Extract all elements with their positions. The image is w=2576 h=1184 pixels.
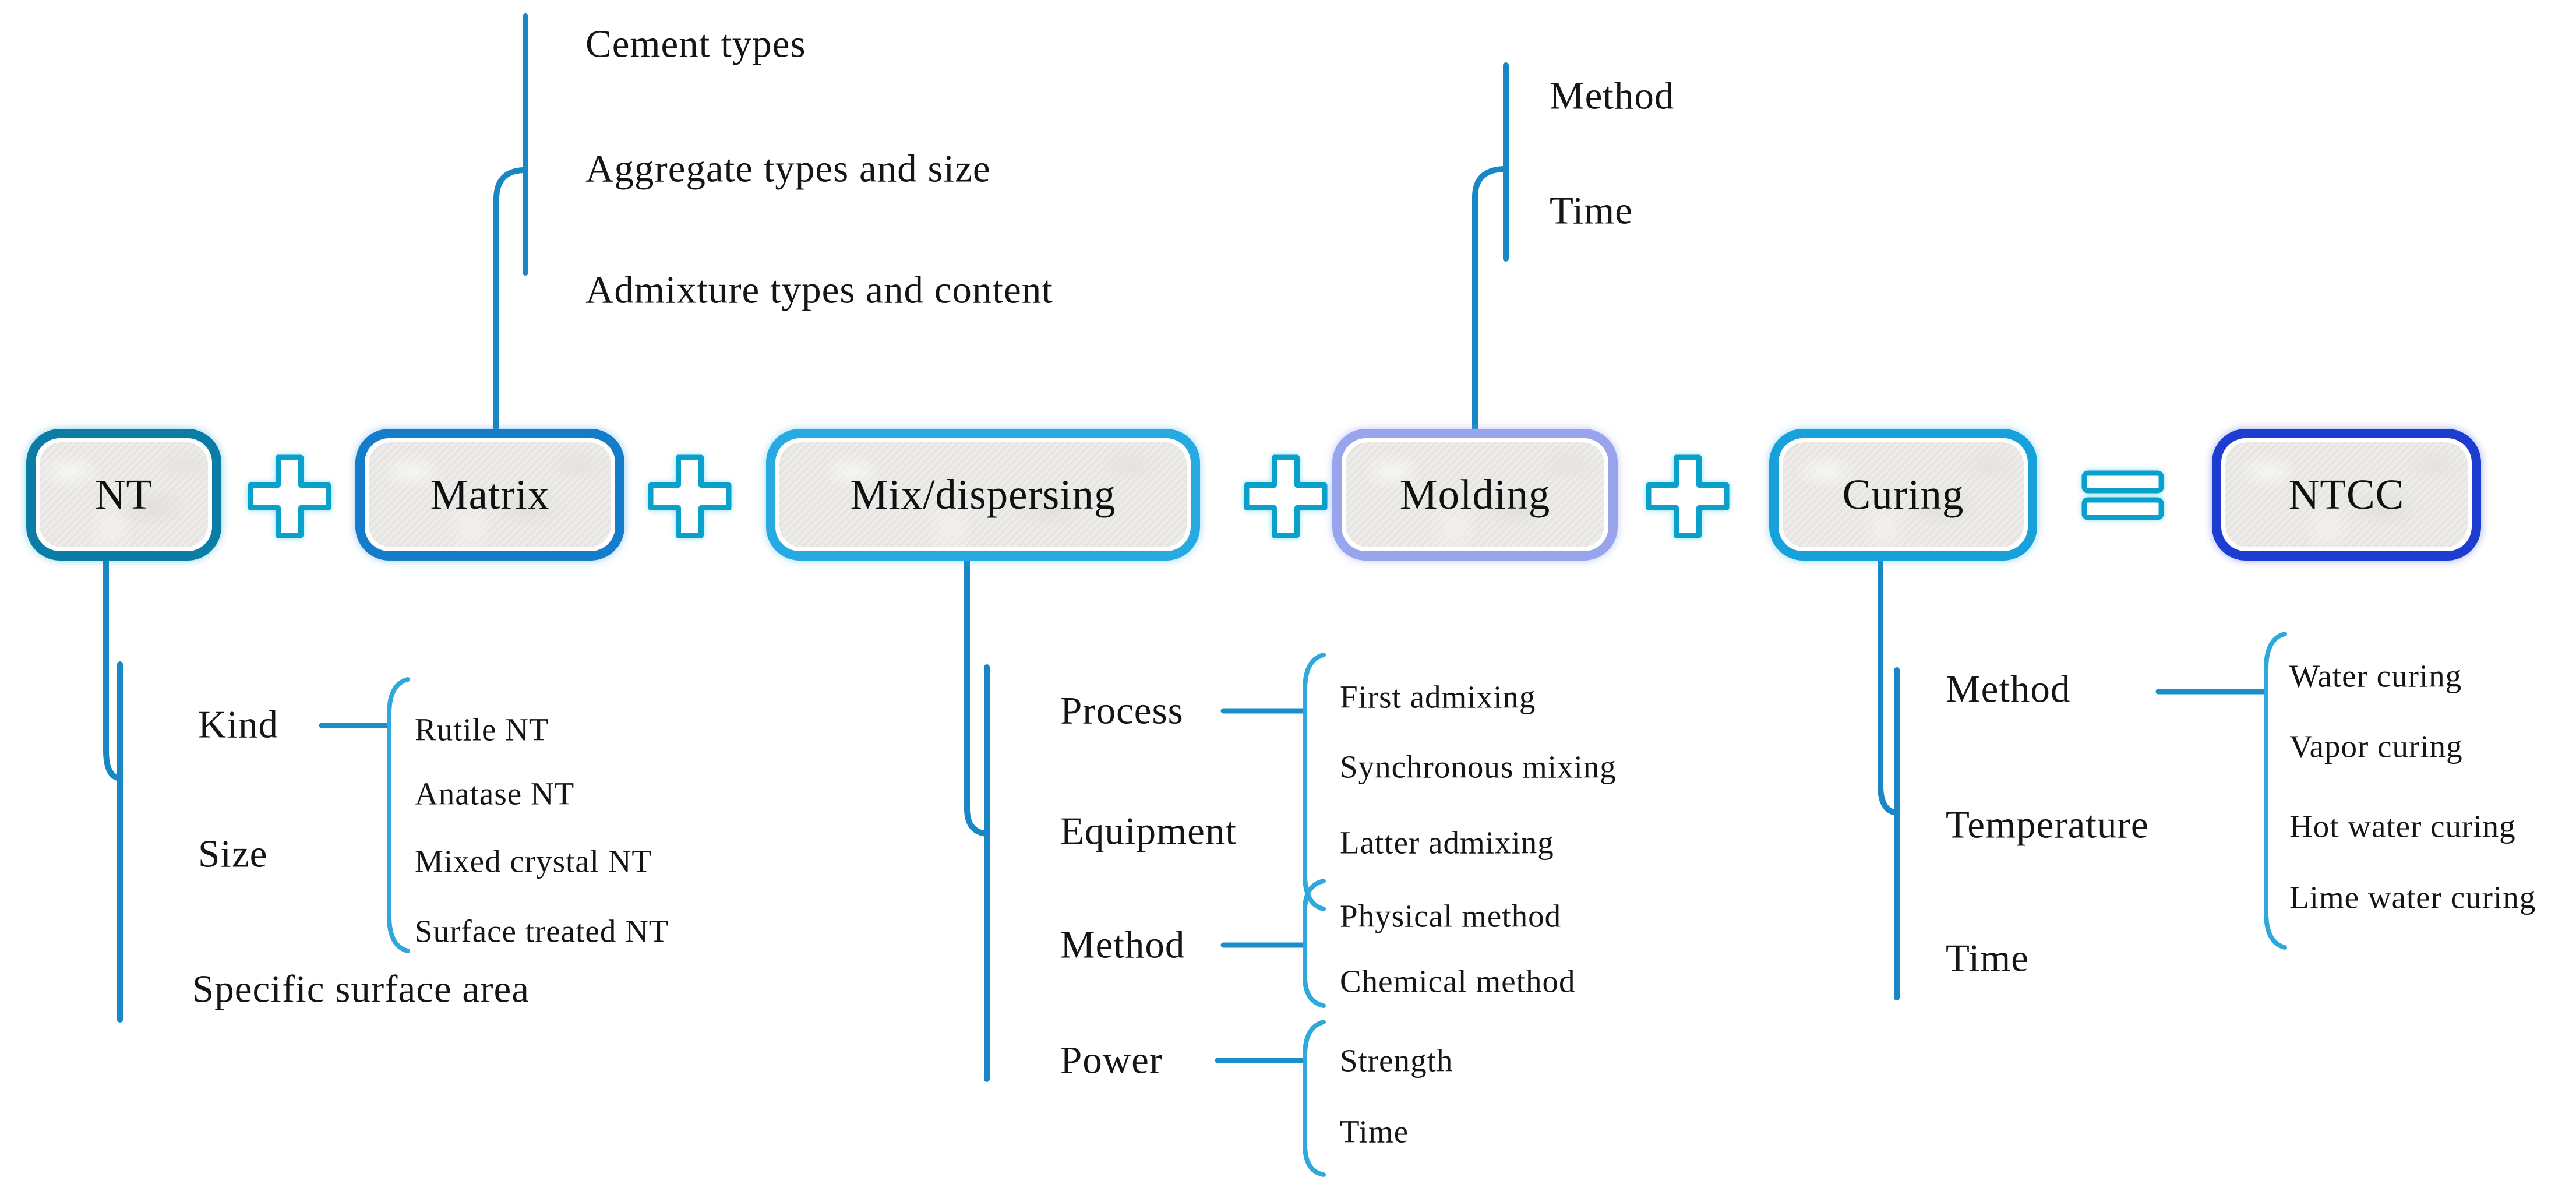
equals-operator <box>2081 470 2164 520</box>
stage-box-ntcc-fill <box>2225 442 2468 547</box>
mix-below-stem-line <box>964 555 990 837</box>
stage-box-mix-dispersing-fill <box>779 442 1187 547</box>
matrix-above-item-aggregate-types: Aggregate types and size <box>585 147 991 191</box>
curing-method-item-hot-water: Hot water curing <box>2289 808 2516 844</box>
stage-box-nt: NT <box>26 429 221 561</box>
mix-below-label-method: Method <box>1060 923 1185 967</box>
mix-below-label-power: Power <box>1060 1038 1163 1082</box>
molding-above-item-time: Time <box>1550 189 1633 232</box>
mix-process-item-latter-admixing: Latter admixing <box>1340 824 1554 861</box>
stage-label-nt: NT <box>94 471 153 518</box>
stage-box-mix-dispersing: Mix/dispersing <box>766 429 1200 561</box>
nt-below-stem-line <box>103 555 123 781</box>
nt-kind-item-surface-treated: Surface treated NT <box>415 913 669 949</box>
curing-below-stem-line <box>1878 555 1900 816</box>
stage-label-ntcc: NTCC <box>2288 471 2405 518</box>
plus-operator-4 <box>1646 454 1730 538</box>
nt-kind-brace <box>387 677 410 953</box>
stage-label-molding: Molding <box>1399 471 1551 518</box>
mix-power-item-time: Time <box>1340 1113 1409 1150</box>
stage-box-ntcc: NTCC <box>2212 429 2481 561</box>
matrix-above-item-cement-types: Cement types <box>585 22 806 66</box>
stage-box-curing-fill <box>1783 442 2024 547</box>
curing-method-brace <box>2264 632 2287 950</box>
stage-box-matrix: Matrix <box>355 429 624 561</box>
nt-below-label-size: Size <box>198 832 268 876</box>
curing-below-label-time: Time <box>1946 936 2030 980</box>
stage-label-mix-dispersing: Mix/dispersing <box>850 471 1116 518</box>
nt-kind-item-mixed-crystal: Mixed crystal NT <box>415 843 652 879</box>
curing-below-label-temperature: Temperature <box>1946 803 2149 847</box>
curing-method-item-lime-water: Lime water curing <box>2289 879 2536 915</box>
plus-operator-1 <box>248 454 331 538</box>
molding-above-stem-line <box>1472 166 1506 435</box>
mix-power-brace <box>1303 1020 1326 1177</box>
mix-method-brace <box>1303 879 1326 1008</box>
stage-box-curing: Curing <box>1769 429 2037 561</box>
curing-below-label-method: Method <box>1946 667 2071 711</box>
mix-power-item-strength: Strength <box>1340 1042 1453 1079</box>
plus-operator-3 <box>1244 454 1328 538</box>
mix-method-item-physical: Physical method <box>1340 898 1562 934</box>
mix-process-equipment-brace <box>1303 653 1326 911</box>
mix-process-item-synchronous-mixing: Synchronous mixing <box>1340 749 1617 785</box>
stage-label-matrix: Matrix <box>430 471 550 518</box>
molding-above-item-method: Method <box>1550 74 1675 118</box>
mix-process-item-first-admixing: First admixing <box>1340 679 1536 715</box>
nt-kind-item-rutile: Rutile NT <box>415 711 549 748</box>
mix-method-item-chemical: Chemical method <box>1340 963 1576 999</box>
stage-box-molding-fill <box>1346 442 1604 547</box>
mix-below-label-process: Process <box>1060 689 1184 732</box>
curing-method-item-vapor: Vapor curing <box>2289 728 2463 764</box>
curing-method-item-water: Water curing <box>2289 658 2462 694</box>
nt-kind-item-anatase: Anatase NT <box>415 776 575 812</box>
matrix-above-stem-line <box>493 167 526 435</box>
stage-label-curing: Curing <box>1842 471 1964 518</box>
stage-box-matrix-fill <box>369 442 611 547</box>
nt-below-label-specific-surface-area: Specific surface area <box>192 967 530 1011</box>
mix-below-label-equipment: Equipment <box>1060 809 1237 853</box>
matrix-above-item-admixture-types: Admixture types and content <box>585 268 1053 312</box>
nt-below-label-kind: Kind <box>198 703 278 746</box>
plus-operator-2 <box>648 454 732 538</box>
stage-box-nt-fill <box>40 442 208 547</box>
stage-box-molding: Molding <box>1332 429 1618 561</box>
